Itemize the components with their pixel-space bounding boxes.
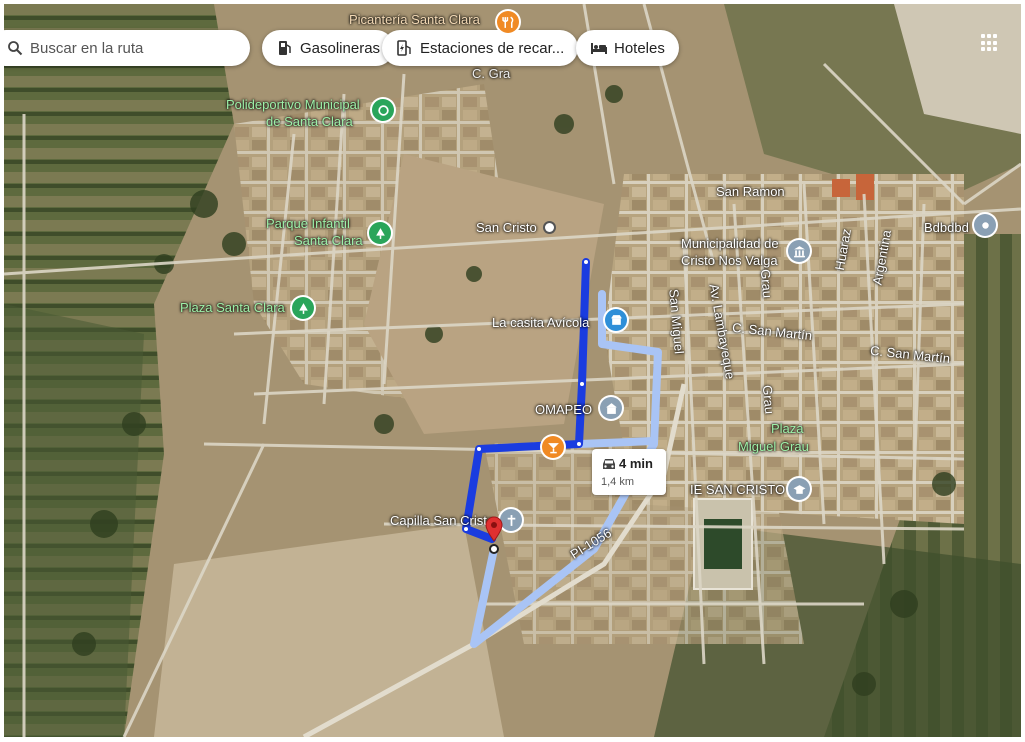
chip-charging-stations[interactable]: Estaciones de recar... bbox=[382, 30, 579, 66]
government-building-icon[interactable] bbox=[788, 240, 810, 262]
locality-dot-icon bbox=[545, 223, 554, 232]
street-label-cut-top: C. Gra bbox=[472, 66, 511, 81]
ev-charging-icon bbox=[396, 39, 414, 57]
place-label-casita-avicola[interactable]: La casita Avícola bbox=[492, 315, 590, 330]
restaurant-icon[interactable] bbox=[497, 11, 519, 33]
satellite-map[interactable] bbox=[4, 4, 1021, 737]
destination-pin-icon[interactable] bbox=[484, 516, 504, 547]
map-view[interactable]: Buscar en la ruta Gasolineras Estaciones… bbox=[4, 4, 1021, 737]
church-icon[interactable] bbox=[500, 509, 522, 531]
place-label-picanteria[interactable]: Picantería Santa Clara bbox=[349, 12, 480, 27]
place-label-plaza-mg-2[interactable]: Miguel Grau bbox=[738, 439, 809, 454]
origin-dot-icon bbox=[489, 544, 499, 554]
place-label-san-cristo[interactable]: San Cristo bbox=[476, 220, 537, 235]
hotel-icon bbox=[590, 39, 608, 57]
place-label-ie-san-cristo[interactable]: IE SAN CRISTO bbox=[690, 482, 786, 497]
chip-hotels[interactable]: Hoteles bbox=[576, 30, 679, 66]
place-label-municipalidad-1[interactable]: Municipalidad de bbox=[681, 236, 779, 251]
chip-gas-stations[interactable]: Gasolineras bbox=[262, 30, 395, 66]
chip-label: Estaciones de recar... bbox=[420, 39, 565, 57]
place-label-parque-2[interactable]: Santa Clara bbox=[294, 233, 363, 248]
place-label-bdbdbd[interactable]: Bdbdbd bbox=[924, 220, 969, 235]
search-input[interactable]: Buscar en la ruta bbox=[30, 39, 144, 57]
park-icon[interactable] bbox=[369, 222, 391, 244]
bar-icon[interactable] bbox=[542, 436, 564, 458]
street-label-san-ramon: San Ramon bbox=[716, 184, 785, 199]
place-label-municipalidad-2[interactable]: Cristo Nos Valga bbox=[681, 253, 778, 268]
school-icon[interactable] bbox=[788, 478, 810, 500]
route-distance: 1,4 km bbox=[601, 476, 635, 488]
primary-route bbox=[462, 258, 590, 543]
place-label-plaza-santa-clara[interactable]: Plaza Santa Clara bbox=[180, 300, 285, 315]
search-icon bbox=[6, 39, 24, 57]
place-label-omapeo[interactable]: OMAPEO bbox=[535, 402, 593, 417]
sports-icon[interactable] bbox=[372, 99, 394, 121]
search-bar[interactable]: Buscar en la ruta bbox=[4, 30, 250, 66]
building-icon[interactable] bbox=[600, 397, 622, 419]
apps-grid-icon[interactable] bbox=[981, 34, 999, 52]
car-icon bbox=[601, 457, 617, 476]
shop-icon[interactable] bbox=[605, 309, 627, 331]
place-label-parque-1[interactable]: Parque Infantil bbox=[266, 216, 350, 231]
street-label-grau-2: Grau bbox=[759, 384, 778, 415]
location-icon[interactable] bbox=[974, 214, 996, 236]
route-eta-bubble[interactable]: 4 min 1,4 km bbox=[592, 449, 666, 495]
gas-station-icon bbox=[276, 39, 294, 57]
park-icon[interactable] bbox=[292, 297, 314, 319]
chip-label: Hoteles bbox=[614, 39, 665, 57]
place-label-polideportivo-1[interactable]: Polideportivo Municipal bbox=[226, 97, 360, 112]
chip-label: Gasolineras bbox=[300, 39, 381, 57]
place-label-plaza-mg-1[interactable]: Plaza bbox=[771, 421, 804, 436]
place-label-capilla[interactable]: Capilla San Cristo bbox=[390, 513, 495, 528]
place-label-polideportivo-2[interactable]: de Santa Clara bbox=[266, 114, 353, 129]
street-label-grau: Grau bbox=[757, 268, 776, 299]
route-time: 4 min bbox=[619, 456, 653, 471]
